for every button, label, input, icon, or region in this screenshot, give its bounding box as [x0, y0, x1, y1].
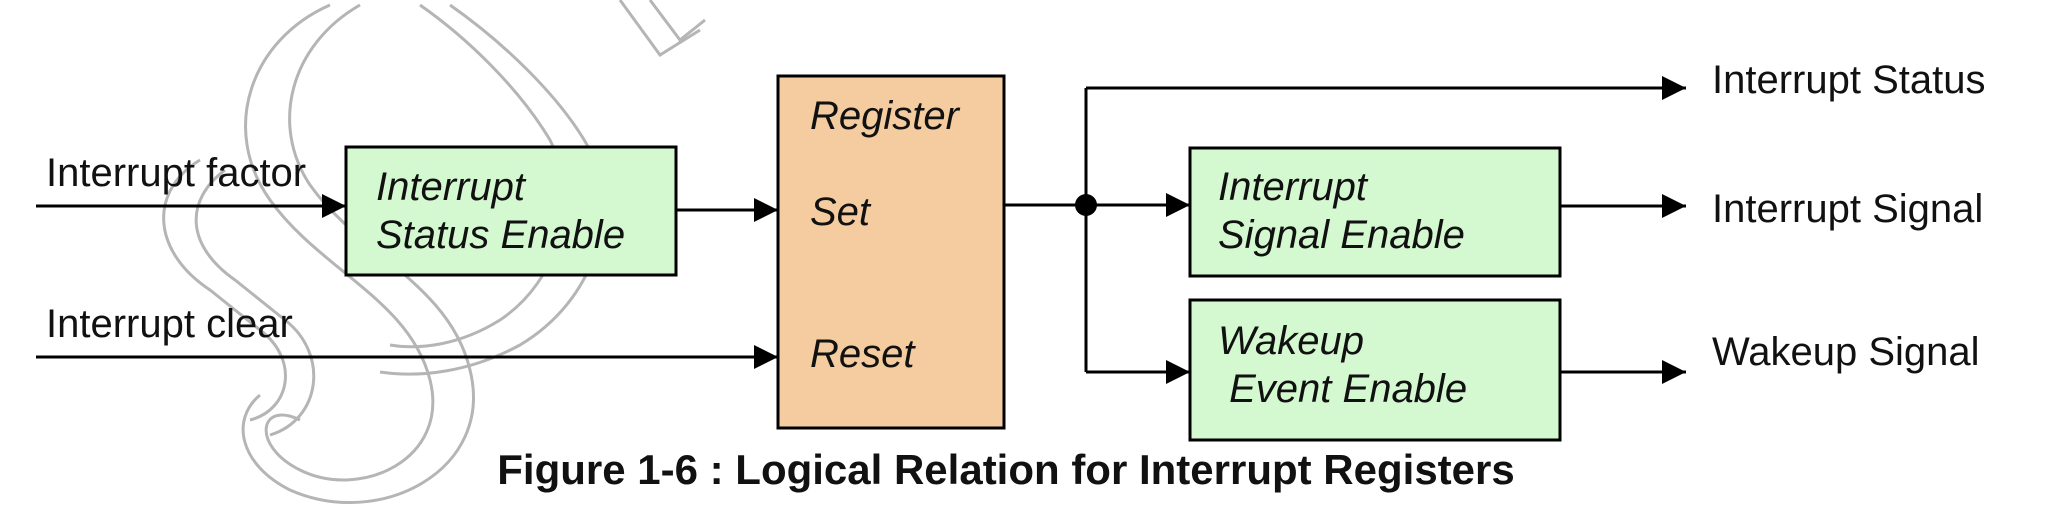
interrupt-factor-label: Interrupt factor: [46, 151, 306, 195]
status-enable-line2: Status Enable: [376, 213, 625, 257]
register-title: Register: [810, 94, 961, 138]
figure-caption: Figure 1-6 : Logical Relation for Interr…: [497, 446, 1514, 493]
interrupt-clear-label: Interrupt clear: [46, 302, 293, 346]
interrupt-status-label: Interrupt Status: [1712, 58, 1985, 102]
interrupt-signal-label: Interrupt Signal: [1712, 187, 1983, 231]
signal-enable-line1: Interrupt: [1218, 165, 1369, 209]
wakeup-enable-line2: Event Enable: [1218, 367, 1467, 411]
signal-enable-line2: Signal Enable: [1218, 213, 1465, 257]
wakeup-enable-line1: Wakeup: [1218, 319, 1364, 363]
register-set-label: Set: [810, 190, 872, 234]
wakeup-signal-label: Wakeup Signal: [1712, 330, 1980, 374]
register-block: [776, 74, 1006, 430]
register-reset-label: Reset: [810, 332, 916, 376]
wakeup-enable-block: [1188, 298, 1562, 442]
status-enable-line1: Interrupt: [376, 165, 527, 209]
signal-enable-block: [1188, 146, 1562, 278]
